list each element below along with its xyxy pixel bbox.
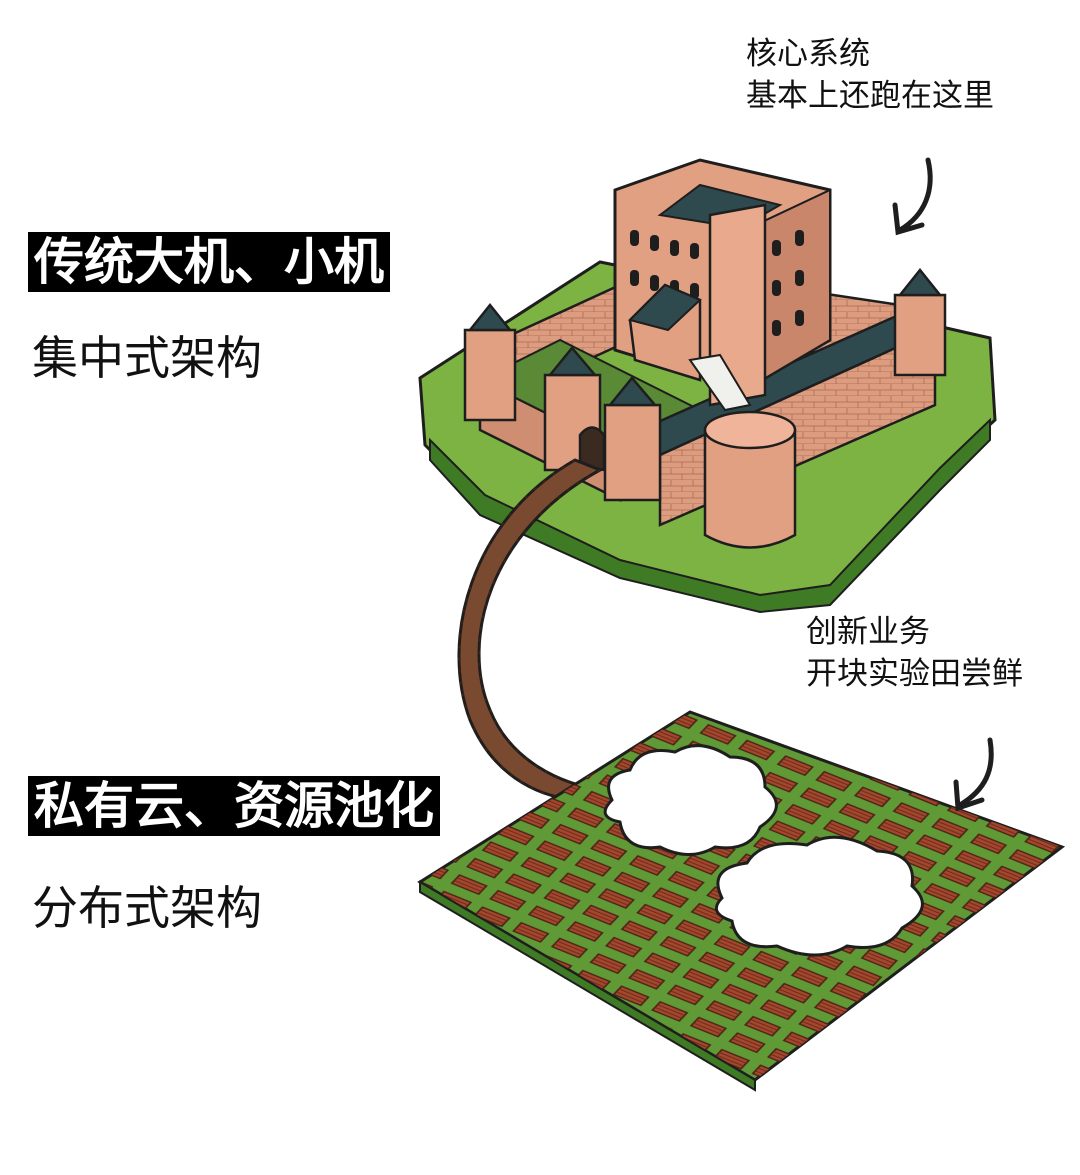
traditional-subtitle: 集中式架构	[32, 330, 262, 386]
core-note-line2: 基本上还跑在这里	[746, 76, 994, 116]
cloud-subtitle: 分布式架构	[32, 880, 262, 936]
core-note-line1: 核心系统	[746, 34, 870, 74]
innovation-note-line1: 创新业务	[806, 612, 930, 652]
cloud-title: 私有云、资源池化	[28, 776, 440, 836]
innovation-note-line2: 开块实验田尝鲜	[806, 654, 1023, 694]
traditional-title: 传统大机、小机	[28, 232, 390, 292]
